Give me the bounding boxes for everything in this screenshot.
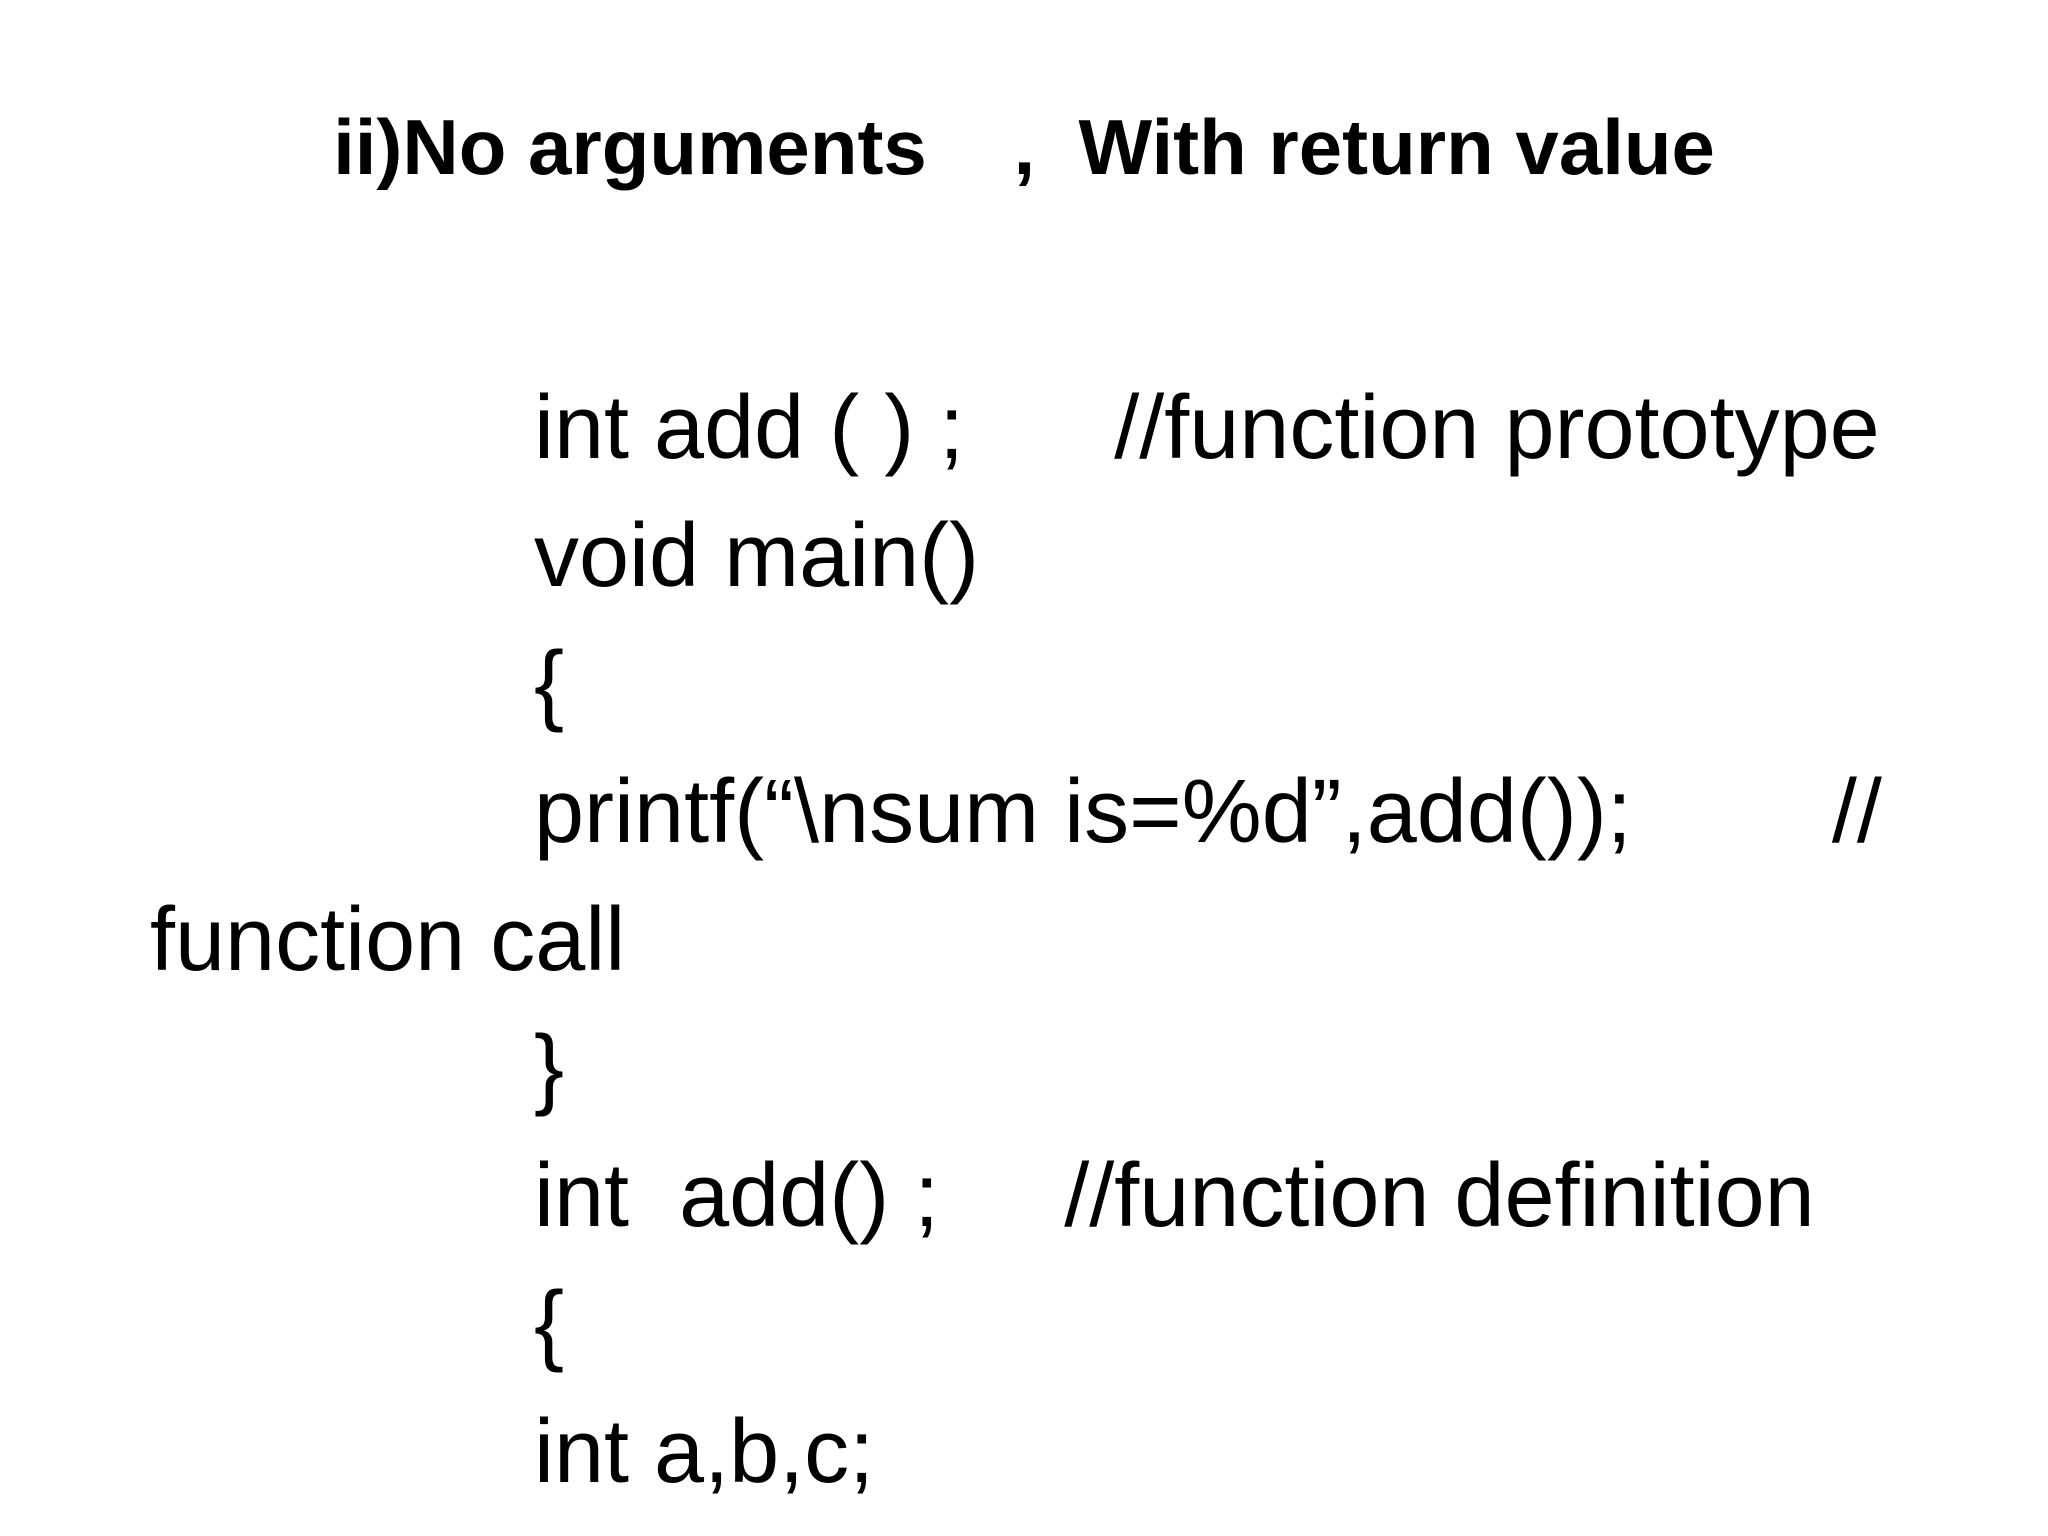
code-line-open-brace-main: { (534, 634, 565, 734)
code-line-void-main: void main() (534, 506, 980, 606)
code-line-printf-call: printf(“\nsum is=%d”,add()); // (534, 762, 1882, 862)
code-line-function-prototype: int add ( ) ; //function prototype (534, 378, 1880, 478)
code-line-close-brace-main: } (534, 1018, 565, 1118)
code-block: int add ( ) ; //function prototype void … (0, 364, 2048, 1516)
code-line-int-abc: int a,b,c; (534, 1402, 875, 1502)
code-line-comment-wrap-function-call: function call (150, 890, 626, 990)
slide-title: ii)No arguments , With return value (333, 103, 1715, 191)
code-line-open-brace-add: { (534, 1274, 565, 1374)
code-line-function-definition: int add() ; //function definition (534, 1146, 1815, 1246)
